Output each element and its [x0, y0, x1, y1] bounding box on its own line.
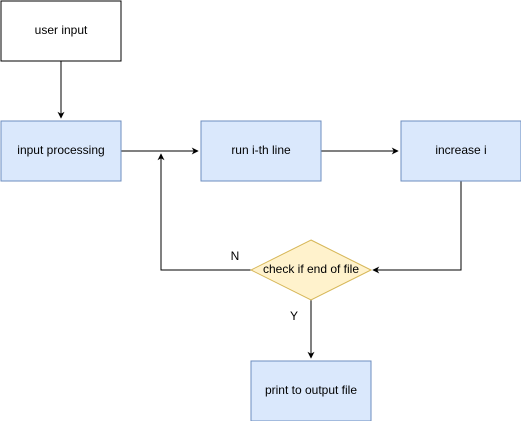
edge-label-no: N	[231, 249, 240, 263]
user-input-box	[0, 0, 122, 62]
increase-i-box	[400, 120, 521, 182]
node-print-output[interactable]: print to output file	[250, 360, 372, 421]
node-input-processing[interactable]: input processing	[0, 120, 122, 182]
input-processing-label: input processing	[17, 143, 104, 157]
node-user-input[interactable]: user input	[0, 0, 122, 62]
run-line-label: run i-th line	[231, 143, 291, 157]
edge-increase-to-check	[372, 181, 462, 274]
check-eof-label: check if end of file	[263, 262, 359, 276]
increase-i-label: increase i	[435, 143, 486, 157]
node-run-line[interactable]: run i-th line	[200, 120, 322, 182]
user-input-label: user input	[35, 23, 88, 37]
node-increase-i[interactable]: increase i	[400, 120, 521, 182]
print-output-label: print to output file	[265, 383, 357, 397]
edge-label-yes: Y	[290, 309, 298, 323]
edges	[57, 61, 462, 359]
input-processing-box	[0, 120, 122, 182]
check-eof-diamond	[249, 239, 373, 301]
edge-check-no-loop	[157, 153, 251, 271]
node-check-eof[interactable]: check if end of file	[249, 239, 373, 301]
run-line-box	[200, 120, 322, 182]
print-output-box	[250, 360, 372, 421]
